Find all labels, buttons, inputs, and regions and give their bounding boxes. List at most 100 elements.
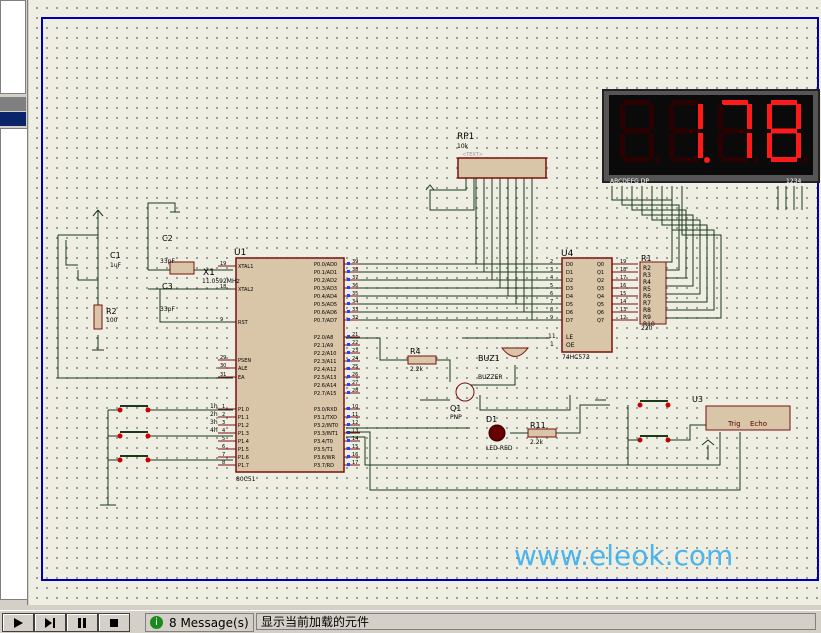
u1-p2-marker [347,367,350,370]
u1-p0-marker [347,294,350,297]
net-label: 2h [210,411,218,418]
stop-button[interactable] [98,613,130,632]
display-segment [747,104,752,129]
u1-p1-name: P1.6 [238,455,249,461]
play-button[interactable] [2,613,34,632]
u1-pin-name: PSEN [238,358,251,364]
u1-p0-marker [347,270,350,273]
button-terminal [637,402,643,408]
u1-p0-name: P0.7/AD7 [314,318,337,324]
rp1-body[interactable] [457,157,547,179]
u1-p0-num: 34 [352,299,358,305]
display-segment [673,128,699,134]
u4-q-name: Q2 [597,278,604,284]
u4-q-name: Q0 [597,262,604,268]
u1-p2-num: 21 [352,332,358,338]
display-digit-label: 1234 [786,178,801,185]
u1-p1-num: 6 [222,444,225,450]
pause-button[interactable] [66,613,98,632]
display-segment [796,104,801,129]
u3-ultrasonic[interactable] [705,405,791,431]
u4-q-num: 14 [620,299,626,305]
u1-body[interactable] [235,257,345,473]
device-list[interactable] [0,128,28,600]
display-segment [718,133,723,158]
u1-p1-name: P1.4 [238,439,249,445]
push-buttons[interactable] [117,400,671,463]
u4-le-num: 11 [548,333,556,340]
u4-d-num: 4 [550,275,553,281]
step-button[interactable] [34,613,66,632]
u1-p2-marker [347,335,350,338]
u1-p0-num: 39 [352,259,358,265]
p1-button-wires [100,409,233,506]
r1-sub-label: R10 [643,321,655,328]
selected-device-row[interactable] [0,112,26,126]
r4-resistor[interactable] [407,355,437,365]
u1-p1-num: 1 [222,404,225,410]
pause-icon [78,617,86,628]
u4-body[interactable] [561,257,613,353]
u1-pin-num: 31 [220,372,226,378]
r1-label: R1 [641,254,652,263]
u1-p3-name: P3.1/TXD [314,415,337,421]
display-segment [624,128,650,134]
u1-p2-num: 24 [352,356,358,362]
display-segment [767,104,772,129]
u1-p0-name: P0.3/AD3 [314,286,337,292]
u1-p2-num: 25 [352,364,358,370]
u1-p3-name: P3.0/RXD [314,407,338,413]
r11-resistor[interactable] [527,428,557,438]
x1-crystal[interactable] [169,261,195,275]
u1-p1-num: 7 [222,452,225,458]
r1-array[interactable] [639,261,667,325]
u1-p2-name: P2.2/A10 [314,351,336,357]
u4-oe-label: OE [566,342,575,349]
u4-d-name: D6 [566,310,573,316]
u4-q-name: Q6 [597,310,604,316]
net-label: 1h [210,403,218,410]
u1-p2-name: P2.5/A13 [314,375,336,381]
display-seg-wire [661,186,708,303]
q1-label: Q1 [450,404,461,413]
r1-sub-label: R9 [643,314,651,321]
u1-p0-marker [347,310,350,313]
u4-label: U4 [561,249,574,259]
overview-preview[interactable] [0,0,26,94]
u1-p1-name: P1.1 [238,415,249,421]
u1-pin-num: 9 [220,317,223,323]
u1-p0-marker [347,262,350,265]
messages-button[interactable]: i 8 Message(s) [145,613,254,632]
status-text: 显示当前加载的元件 [256,613,816,630]
u4-d-name: D4 [566,294,573,300]
u1-p2-marker [347,343,350,346]
u1-p3-num: 16 [352,452,358,458]
u4-d-num: 7 [550,299,553,305]
u1-p3-name: P3.4/T0 [314,439,333,445]
u4-d-name: D7 [566,318,573,324]
panel-title-bar [0,97,26,111]
u1-p1-name: P1.7 [238,463,249,469]
r1-sub-label: R3 [643,272,651,279]
u4-d-name: D0 [566,262,573,268]
buz1-value: BUZZER [478,374,503,381]
r2-resistor[interactable] [93,304,103,330]
u1-p3-marker [347,407,350,410]
u4-q-name: Q4 [597,294,604,300]
u1-part: 80C51 [236,476,256,483]
u1-p3-num: 11 [352,412,358,418]
u1-p3-name: P3.7/RD [314,463,334,469]
q1-transistor[interactable] [455,382,475,402]
u1-p2-marker [347,375,350,378]
u1-p2-num: 22 [352,340,358,346]
r11-value: 2.2k [530,439,544,446]
u1-p3-num: 10 [352,404,358,410]
status-bar: i 8 Message(s) 显示当前加载的元件 [0,610,821,633]
display-seg-wire [651,186,701,295]
buzzer[interactable] [500,347,530,357]
